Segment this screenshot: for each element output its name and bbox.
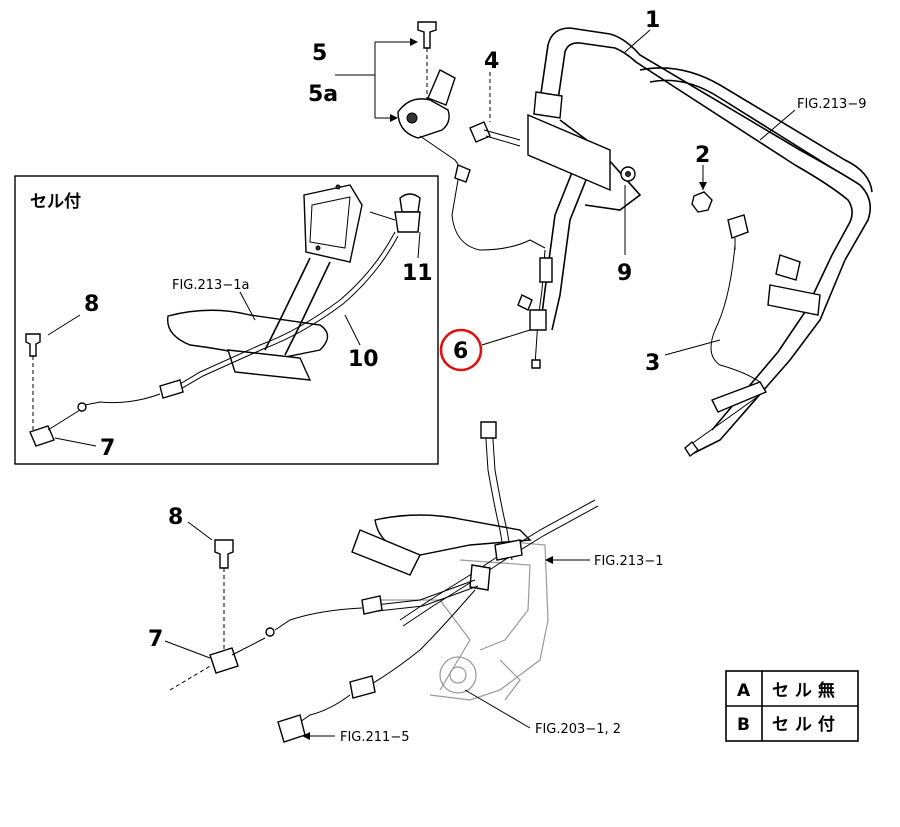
callout-8-main: 8: [168, 505, 183, 530]
callout-11: 11: [402, 261, 433, 286]
engine-section: [169, 421, 599, 743]
callout-3: 3: [645, 351, 660, 376]
legend-value-a: セ ル 無: [772, 680, 835, 701]
highlight-circle: [439, 328, 483, 372]
legend-key-b: B: [737, 715, 750, 735]
inset-title: セル付: [30, 191, 81, 212]
ref-fig-203-1-2: FIG.203−1, 2: [535, 722, 621, 737]
callout-7-inset: 7: [100, 436, 115, 461]
callout-4: 4: [484, 49, 499, 74]
ref-fig-213-9: FIG.213−9: [797, 97, 867, 112]
callout-1: 1: [645, 8, 660, 33]
callout-9: 9: [617, 261, 632, 286]
bolt-4: [469, 72, 521, 147]
legend-key-a: A: [737, 681, 751, 701]
ref-fig-213-1a: FIG.213−1a: [172, 278, 249, 293]
callout-8-inset: 8: [84, 292, 99, 317]
callout-5: 5: [312, 41, 327, 66]
callout-6: 6: [453, 339, 468, 364]
ref-fig-211-5: FIG.211−5: [340, 730, 410, 745]
legend-table: A セ ル 無 B セ ル 付: [725, 670, 859, 742]
leader-lines: [47, 29, 796, 740]
callout-10: 10: [348, 347, 379, 372]
handlebar-assembly: [527, 27, 873, 458]
callout-5a: 5a: [308, 82, 338, 107]
throttle-cable-3: [710, 244, 761, 383]
ref-fig-213-1: FIG.213−1: [594, 554, 664, 569]
control-lever-5: [397, 21, 546, 251]
callout-2: 2: [695, 143, 710, 168]
cable-6: [517, 249, 553, 369]
callout-7-main: 7: [148, 627, 163, 652]
legend-value-b: セ ル 付: [772, 714, 835, 735]
inset-electric-start: [14, 175, 439, 465]
